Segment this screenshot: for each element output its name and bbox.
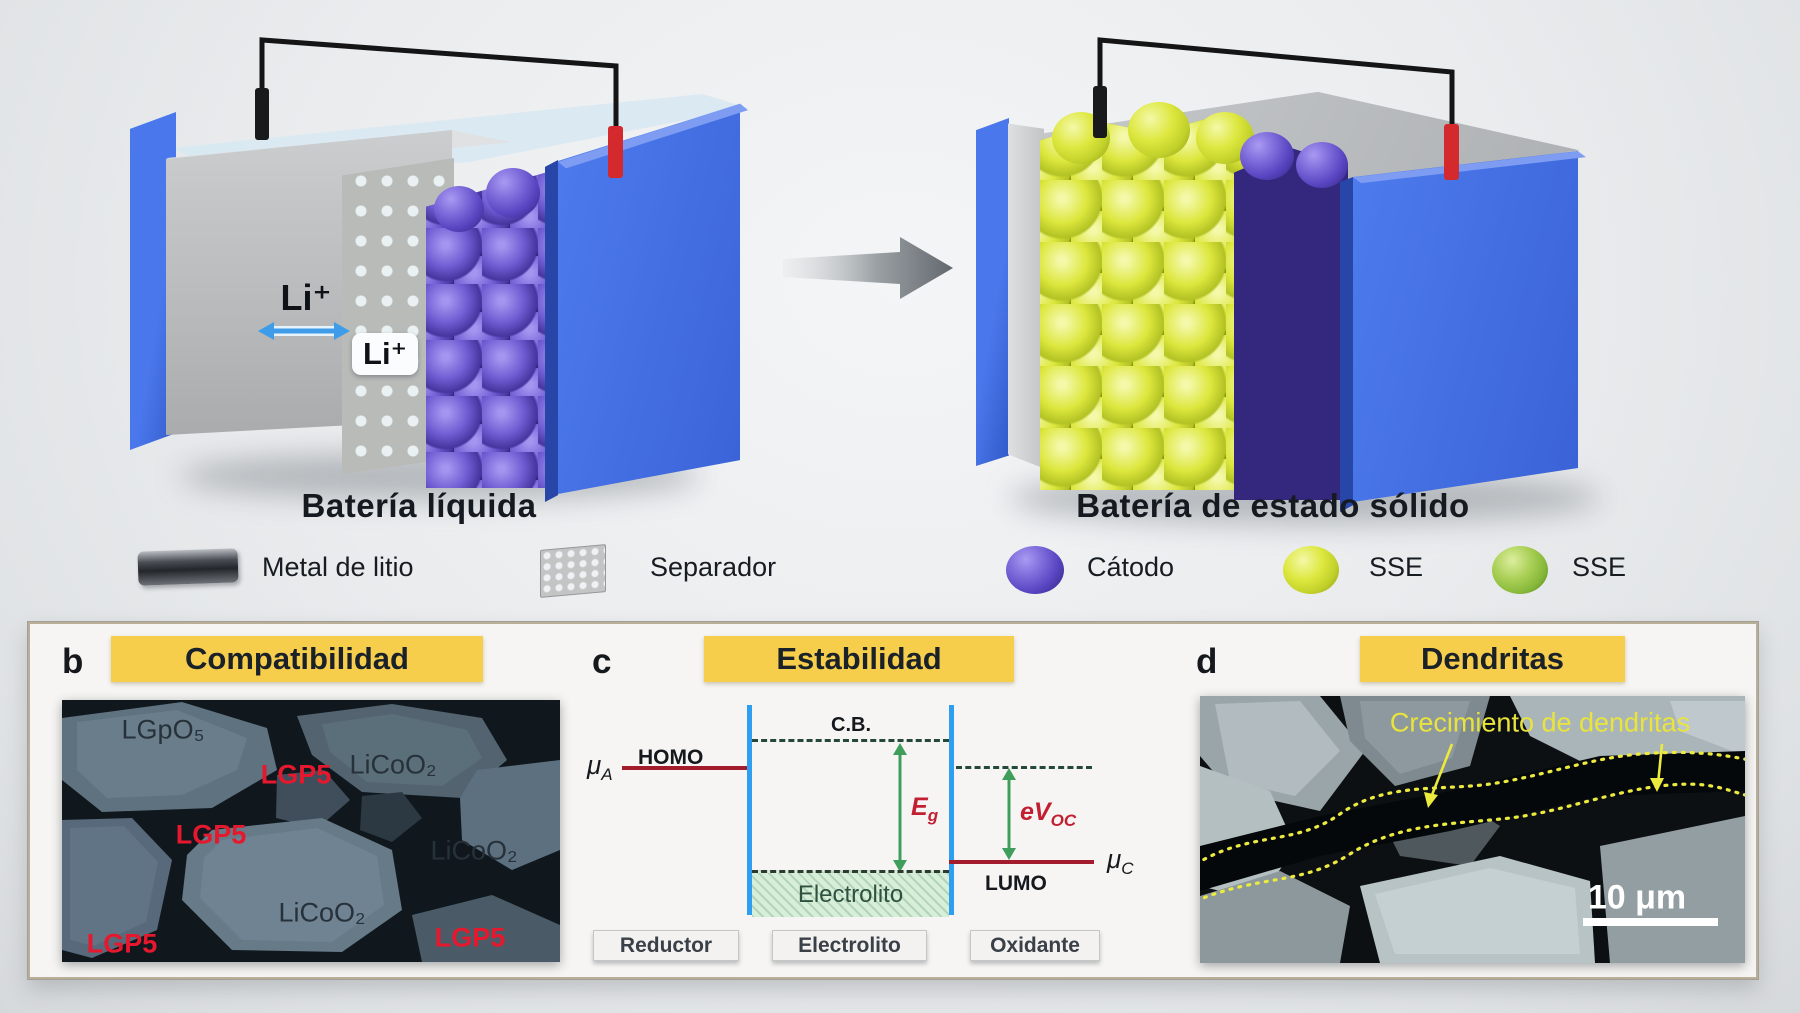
sse-yellow-legend-icon — [1283, 546, 1339, 594]
sem-label: LGP5 — [434, 922, 506, 953]
cb-label: C.B. — [831, 714, 871, 736]
right-cathode-plate-edge — [545, 160, 558, 502]
oxidante-box: Oxidante — [970, 930, 1100, 961]
right-red-terminal — [1444, 124, 1459, 180]
panel-b-sem-graphic — [62, 700, 560, 962]
dendrite-outline-upper — [1200, 750, 1745, 864]
anode-potential-dashed-line — [956, 766, 1092, 769]
eg-double-arrow — [893, 743, 907, 872]
mu-a-label: μA — [587, 750, 613, 785]
homo-label: HOMO — [638, 746, 704, 769]
eg-label: Eg — [911, 793, 939, 825]
right-battery-right-plate — [1353, 151, 1578, 502]
li-ion-boxed-label: Li⁺ — [352, 333, 418, 375]
right-battery-right-plate-edge — [1340, 177, 1353, 512]
left-battery-wire — [259, 37, 619, 130]
panel-d-title: Dendritas — [1360, 636, 1625, 682]
mu-c-level-line — [949, 860, 1094, 864]
dendrite-arrow-right — [1656, 743, 1664, 785]
sem-label: LGP5 — [86, 928, 158, 959]
li-ion-double-arrow — [258, 322, 350, 340]
electrolyte-fill-label: Electrolito — [797, 881, 904, 908]
sse-spheres — [1040, 118, 1252, 490]
cathode-sphere-bump — [434, 186, 484, 232]
left-red-terminal — [608, 126, 623, 178]
dendrite-outline-lower — [1200, 782, 1745, 902]
right-black-terminal — [1093, 86, 1107, 138]
cathode-sphere-bump — [1240, 132, 1294, 180]
sse-green-legend-icon — [1492, 546, 1548, 594]
sem-label: LiCoO₂ — [278, 897, 366, 928]
evoc-double-arrow — [1002, 768, 1016, 860]
wires-and-arrow-layer — [255, 37, 1459, 299]
electrolyte-window-fill: Electrolito — [752, 870, 949, 917]
cathode-legend-icon — [1006, 546, 1064, 594]
scalebar-line — [1583, 918, 1718, 926]
lumo-label: LUMO — [985, 872, 1047, 895]
panel-c-title: Estabilidad — [704, 636, 1014, 682]
legend-sse-yellow-label: SSE — [1369, 552, 1424, 582]
panel-b-sem-image: LGpO₅ LGP5 LiCoO₂ LGP5 LiCoO₂ LiCoO₂ LGP… — [62, 700, 560, 962]
panel-d-sem-graphic — [1200, 696, 1745, 963]
cathode-sphere-bump — [1296, 142, 1348, 188]
reductor-box: Reductor — [593, 930, 739, 961]
cathode-sphere-bump — [486, 168, 540, 218]
transition-arrow — [783, 237, 953, 299]
right-battery-wire — [1097, 37, 1455, 130]
left-black-terminal — [255, 88, 269, 140]
mu-c-label: μC — [1107, 844, 1134, 879]
dendrite-annotation: Crecimiento de dendritas — [1389, 707, 1691, 738]
electrolyte-right-boundary-line — [949, 705, 954, 915]
electrolyte-left-boundary-line — [747, 705, 752, 915]
li-ion-label: Li⁺ — [280, 277, 332, 318]
right-battery-title: Batería de estado sólido — [1076, 487, 1470, 524]
right-battery-left-plate — [976, 118, 1009, 466]
panel-d-letter: d — [1196, 642, 1218, 681]
cathode-spheres-right-battery — [1234, 148, 1348, 500]
legend-sse-green-label: SSE — [1572, 552, 1627, 582]
panel-b-title: Compatibilidad — [111, 636, 483, 682]
evoc-label: eVOC — [1020, 798, 1077, 830]
sem-label: LGpO₅ — [121, 714, 205, 745]
sem-label: LiCoO₂ — [430, 835, 518, 866]
homo-level-line — [622, 766, 747, 770]
lithium-metal-icon — [137, 548, 239, 586]
sse-sphere-bump — [1128, 102, 1190, 158]
panel-d-sem-image: Crecimiento de dendritas 10 μm — [1200, 696, 1745, 963]
sem-label: LGP5 — [260, 759, 332, 790]
panel-c-diagram: C.B. μA HOMO Eg eVOC μC LUMO Electrolito… — [575, 622, 1160, 975]
conduction-band-dashed-line — [752, 739, 949, 742]
panel-b-letter: b — [62, 642, 84, 681]
legend-separator-label: Separador — [650, 552, 777, 582]
legend-cathode-label: Cátodo — [1087, 552, 1175, 582]
legend-lithium-metal-label: Metal de litio — [262, 552, 414, 582]
left-battery-title: Batería líquida — [301, 487, 537, 524]
scalebar-label: 10 μm — [1587, 878, 1687, 917]
dendrite-arrow-left — [1428, 743, 1454, 801]
right-cathode-plate — [558, 104, 740, 494]
right-battery-inner-wall — [1008, 123, 1044, 469]
separator-icon — [540, 544, 606, 598]
panel-c-letter: c — [592, 642, 612, 681]
electrolito-box: Electrolito — [772, 930, 927, 961]
sem-label: LiCoO₂ — [349, 749, 437, 780]
sem-label: LGP5 — [175, 819, 247, 850]
